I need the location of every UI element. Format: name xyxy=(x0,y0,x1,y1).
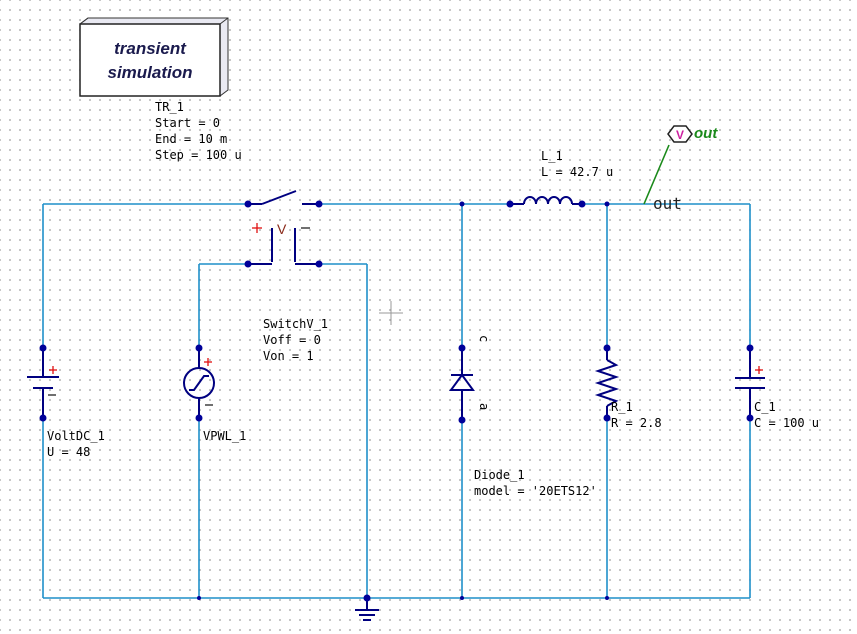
dc-source-value: U = 48 xyxy=(47,445,90,459)
resistor-name: R_1 xyxy=(611,400,633,414)
sim-start: Start = 0 xyxy=(155,116,220,130)
crosshair-cursor-icon xyxy=(379,301,403,325)
switch-von: Von = 1 xyxy=(263,349,314,363)
diode-pin-c: c xyxy=(477,335,491,342)
sim-end: End = 10 m xyxy=(155,132,227,146)
voltage-controlled-switch[interactable]: V xyxy=(248,190,319,265)
resistor-value: R = 2.8 xyxy=(611,416,662,430)
net-label-out: out xyxy=(653,194,682,213)
probe-icon-letter: V xyxy=(676,128,684,142)
pwl-source-name: VPWL_1 xyxy=(203,429,246,443)
dc-source-name: VoltDC_1 xyxy=(47,429,105,443)
sim-step: Step = 100 u xyxy=(155,148,242,162)
inductor[interactable] xyxy=(510,196,582,205)
switch-control-label: V xyxy=(277,221,287,237)
transient-simulation-box[interactable]: transient simulation xyxy=(79,17,229,97)
dc-voltage-source[interactable] xyxy=(27,348,59,418)
sim-box-line2: simulation xyxy=(107,63,192,82)
wires xyxy=(42,203,751,599)
capacitor[interactable] xyxy=(735,348,765,418)
switch-name: SwitchV_1 xyxy=(263,317,328,331)
capacitor-name: C_1 xyxy=(754,400,776,414)
switch-voff: Voff = 0 xyxy=(263,333,321,347)
pwl-voltage-source[interactable] xyxy=(183,348,215,418)
diode-pin-a: a xyxy=(477,403,491,410)
inductor-name: L_1 xyxy=(541,149,563,163)
sim-box-line1: transient xyxy=(114,39,187,58)
diode-name: Diode_1 xyxy=(474,468,525,482)
diode[interactable] xyxy=(449,348,475,420)
voltage-probe[interactable]: V out xyxy=(643,125,718,205)
capacitor-value: C = 100 u xyxy=(754,416,819,430)
junction-nodes xyxy=(39,200,754,602)
diode-model: model = '20ETS12' xyxy=(474,484,597,498)
inductor-value: L = 42.7 u xyxy=(541,165,613,179)
probe-label: out xyxy=(694,125,718,142)
sim-name: TR_1 xyxy=(155,100,184,114)
